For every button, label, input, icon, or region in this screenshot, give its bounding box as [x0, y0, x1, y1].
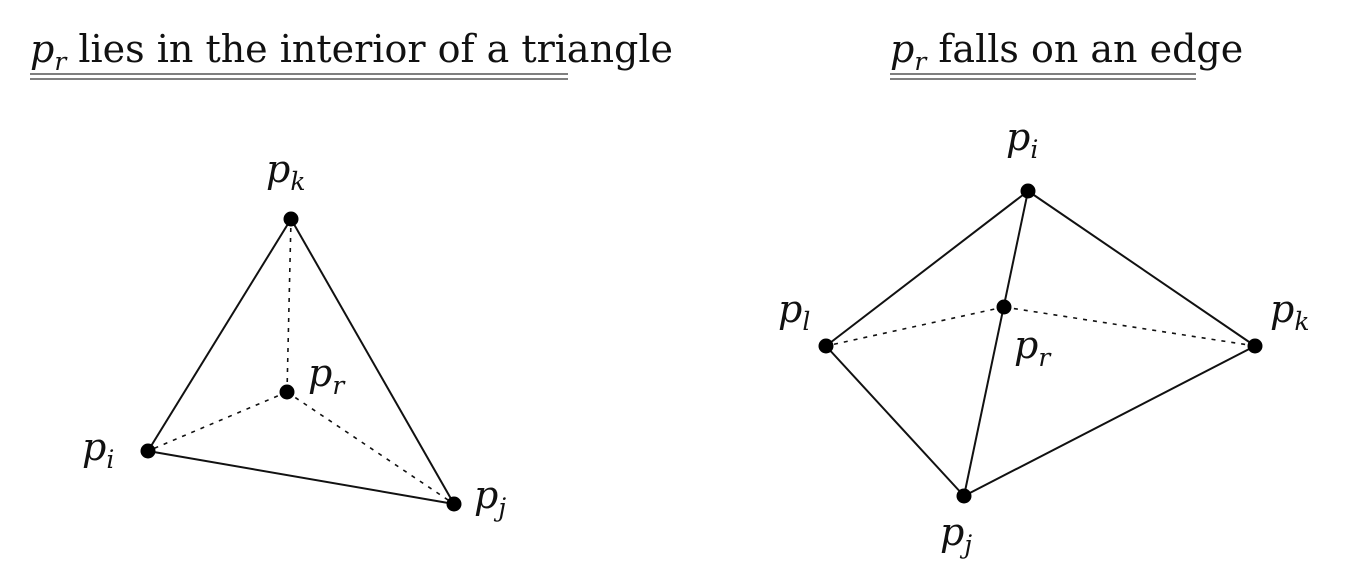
left-title: pr lies in the interior of a triangle: [30, 27, 673, 76]
point-pr: [279, 384, 295, 400]
edge-pk-pj: [290, 218, 455, 505]
dashed-edge-pr-pk: [286, 218, 292, 393]
dashed-edge-pr-pl: [825, 306, 1005, 347]
right-title: pr falls on an edge: [890, 27, 1243, 76]
label-pl: pl: [778, 287, 810, 336]
point-pi: [1020, 183, 1036, 199]
edge-pi-pj: [147, 450, 455, 505]
dashed-edge-pr-pi: [147, 391, 288, 452]
point-pj: [446, 496, 462, 512]
edge-pi-pj: [963, 190, 1029, 497]
point-pl: [818, 338, 834, 354]
point-pi: [140, 443, 156, 459]
label-pk: pk: [266, 147, 305, 196]
label-pi: pi: [82, 425, 114, 474]
label-pr: pr: [308, 351, 346, 400]
left-panel: pr lies in the interior of a triangle pk…: [30, 27, 673, 522]
edge-pk-pj: [963, 345, 1256, 497]
label-pj: pj: [474, 473, 506, 522]
label-pi: pi: [1006, 115, 1038, 164]
label-pk: pk: [1270, 287, 1309, 336]
edge-pi-pk: [1027, 190, 1256, 347]
label-pr: pr: [1014, 323, 1052, 372]
right-panel: pr falls on an edge pi pl pr pk pj: [778, 27, 1309, 559]
edge-pi-pl: [825, 190, 1029, 347]
point-pr: [996, 299, 1012, 315]
point-pk: [1247, 338, 1263, 354]
label-pj: pj: [940, 510, 972, 559]
dashed-edge-pr-pk: [1003, 306, 1256, 347]
dashed-edge-pr-pj: [286, 391, 455, 505]
edge-pk-pi: [147, 218, 292, 452]
point-pk: [283, 211, 299, 227]
edge-pl-pj: [825, 345, 965, 497]
point-pj: [956, 488, 972, 504]
